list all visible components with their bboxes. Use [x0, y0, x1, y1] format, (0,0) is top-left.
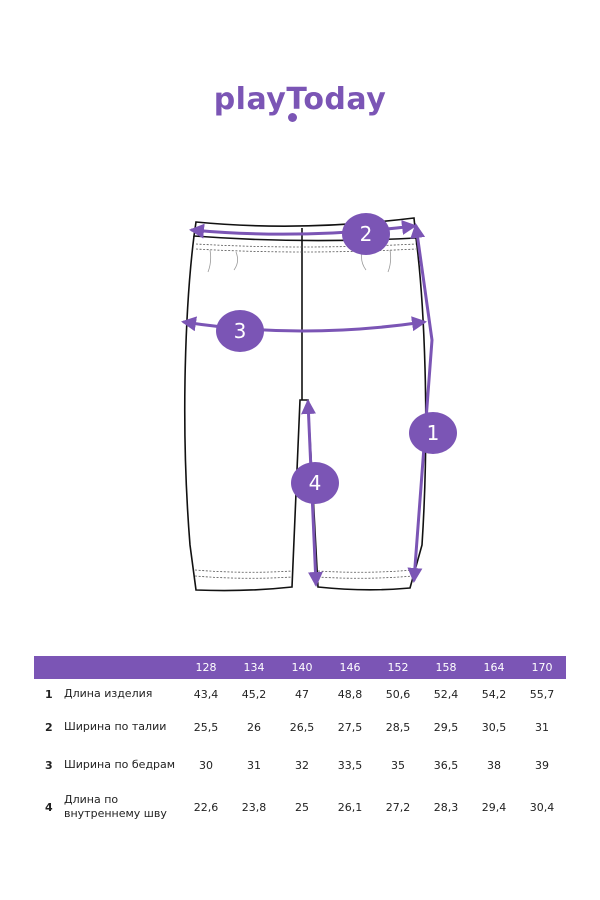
table-cell: 29,4 — [481, 800, 507, 814]
row-number: 3 — [45, 758, 53, 772]
size-header: 152 — [387, 661, 409, 674]
table-cell: 28,5 — [385, 720, 411, 734]
header-empty — [64, 656, 182, 679]
shorts-outline — [183, 217, 427, 592]
table-cell: 54,2 — [481, 687, 507, 701]
table-cell: 31 — [535, 720, 549, 734]
shorts-measurement-diagram: 2 3 1 4 — [181, 213, 457, 592]
table-cell: 25 — [295, 800, 309, 814]
table-cell: 38 — [487, 758, 501, 772]
table-cell: 23,8 — [241, 800, 267, 814]
marker-1: 1 — [409, 412, 457, 454]
marker-4: 4 — [291, 462, 339, 504]
header-empty — [34, 656, 64, 679]
table-cell: 39 — [535, 758, 549, 772]
table-row: 1 Длина изделия 43,4 45,2 47 48,8 50,6 5… — [34, 679, 566, 709]
row-label: Длина по внутреннему шву — [64, 793, 167, 820]
row-label: Ширина по талии — [64, 720, 167, 733]
row-number: 2 — [45, 720, 53, 734]
table-cell: 30,5 — [481, 720, 507, 734]
row-number: 1 — [45, 687, 53, 701]
size-header: 164 — [483, 661, 505, 674]
table-cell: 28,3 — [433, 800, 459, 814]
size-header-row: 128 134 140 146 152 158 164 170 — [34, 656, 566, 679]
row-label: Длина изделия — [64, 687, 153, 700]
marker-2: 2 — [342, 213, 390, 255]
table-cell: 27,5 — [337, 720, 363, 734]
table-row: 3 Ширина по бедрам 30 31 32 33,5 35 36,5… — [34, 745, 566, 785]
size-table: 128 134 140 146 152 158 164 170 1 Длина … — [34, 656, 566, 829]
table-cell: 43,4 — [193, 687, 219, 701]
table-cell: 25,5 — [193, 720, 219, 734]
size-header: 134 — [243, 661, 265, 674]
table-cell: 50,6 — [385, 687, 411, 701]
table-cell: 52,4 — [433, 687, 459, 701]
table-cell: 30 — [199, 758, 213, 772]
size-header: 158 — [435, 661, 457, 674]
table-cell: 30,4 — [529, 800, 555, 814]
row-label: Ширина по бедрам — [64, 758, 176, 771]
table-cell: 45,2 — [241, 687, 267, 701]
size-header: 146 — [339, 661, 361, 674]
table-row: 4 Длина по внутреннему шву 22,6 23,8 25 … — [34, 785, 566, 829]
size-header: 128 — [195, 661, 217, 674]
svg-text:3: 3 — [234, 319, 247, 343]
table-cell: 29,5 — [433, 720, 459, 734]
stitching — [194, 243, 417, 579]
brand-logo-text: playToday — [213, 82, 387, 117]
table-cell: 35 — [391, 758, 405, 772]
svg-text:2: 2 — [360, 222, 373, 246]
brand-logo: playToday — [0, 82, 600, 126]
table-cell: 32 — [295, 758, 309, 772]
svg-text:4: 4 — [309, 471, 322, 495]
table-cell: 26,5 — [289, 720, 315, 734]
table-cell: 22,6 — [193, 800, 219, 814]
size-header: 140 — [291, 661, 313, 674]
row-number: 4 — [45, 800, 53, 814]
table-cell: 36,5 — [433, 758, 459, 772]
table-cell: 48,8 — [337, 687, 363, 701]
table-cell: 47 — [295, 687, 309, 701]
table-cell: 55,7 — [529, 687, 555, 701]
size-header: 170 — [531, 661, 553, 674]
table-row: 2 Ширина по талии 25,5 26 26,5 27,5 28,5… — [34, 709, 566, 745]
logo-dot — [287, 113, 297, 122]
table-cell: 26 — [247, 720, 261, 734]
measurement-lines — [181, 220, 434, 587]
svg-text:1: 1 — [427, 421, 440, 445]
marker-3: 3 — [216, 310, 264, 352]
table-cell: 26,1 — [337, 800, 363, 814]
table-cell: 31 — [247, 758, 261, 772]
table-cell: 27,2 — [385, 800, 411, 814]
table-cell: 33,5 — [337, 758, 363, 772]
